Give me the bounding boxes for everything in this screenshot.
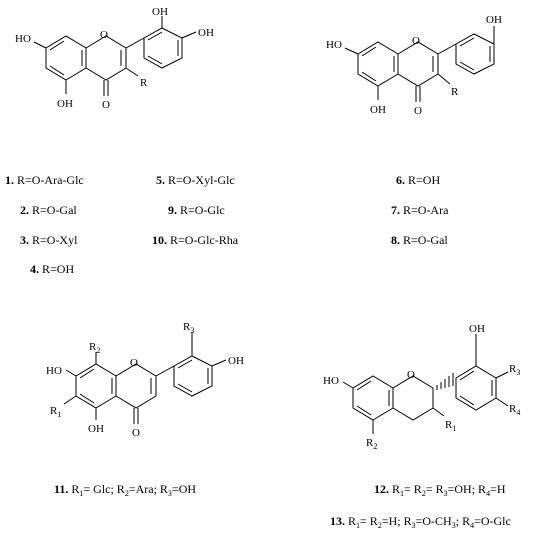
carbonyl-oxygen: O xyxy=(132,427,140,439)
compound-number: 11. xyxy=(54,482,68,496)
substituent-r2: R2 xyxy=(366,437,377,451)
compound-text: R=O-Ara-Glc xyxy=(17,173,84,187)
ring-oxygen: O xyxy=(412,35,420,47)
svg-text:7. R=O-Ara: 7. R=O-Ara xyxy=(391,203,449,217)
labels-group-1: 1. R=O-Ara-Glc 2. R=O-Gal 3. R=O-Xyl 4. … xyxy=(5,173,239,276)
substituent-r1: R1 xyxy=(445,419,456,433)
compound-number: 10. xyxy=(152,233,167,247)
svg-text:4. R=OH: 4. R=OH xyxy=(30,262,74,276)
carbonyl-oxygen: O xyxy=(414,105,422,117)
ring-oxygen: O xyxy=(130,357,138,369)
hydroxyl-3p: OH xyxy=(469,323,485,335)
carbonyl-oxygen: O xyxy=(102,99,110,111)
labels-group-4: 12. R1= R2= R3=OH; R4=H 13. R1= R2=H; R3… xyxy=(330,482,511,530)
compound-number: 6. xyxy=(396,173,405,187)
compound-number: 9. xyxy=(168,203,177,217)
svg-text:13. R1= R2=H; R3=O-CH3; R4=O-G: 13. R1= R2=H; R3=O-CH3; R4=O-Glc xyxy=(330,514,511,530)
substituent-r3: R3 xyxy=(509,363,520,377)
compound-text: R=O-Gal xyxy=(32,203,77,217)
svg-text:1. R=O-Ara-Glc: 1. R=O-Ara-Glc xyxy=(5,173,84,187)
labels-group-2: 6. R=OH 7. R=O-Ara 8. R=O-Gal xyxy=(391,173,449,247)
substituent-r: R xyxy=(140,77,148,89)
structure-flavan: O HO OH R1 R2 R3 R4 xyxy=(323,323,520,451)
hydroxyl-5: OH xyxy=(370,104,386,116)
hydroxyl-7: HO xyxy=(323,375,339,387)
svg-text:10. R=O-Glc-Rha: 10. R=O-Glc-Rha xyxy=(152,233,239,247)
compound-text: R=O-Xyl-Glc xyxy=(168,173,235,187)
compound-text: R=O-Xyl xyxy=(32,233,78,247)
hydroxyl-7: HO xyxy=(46,365,62,377)
compound-text: R=OH xyxy=(408,173,440,187)
compound-number: 7. xyxy=(391,203,400,217)
stereo-hash-bond xyxy=(436,373,454,390)
svg-text:11. R1= Glc; R2=Ara; R3=OH: 11. R1= Glc; R2=Ara; R3=OH xyxy=(54,482,196,498)
compound-text: R=O-Ara xyxy=(403,203,449,217)
svg-text:8. R=O-Gal: 8. R=O-Gal xyxy=(391,233,448,247)
compound-number: 12. xyxy=(374,482,389,496)
compound-text: R=OH xyxy=(42,262,74,276)
hydroxyl-5: OH xyxy=(57,98,73,110)
hydroxyl-7: HO xyxy=(326,39,342,51)
structure-kaempferol-type: O O OH HO R OH xyxy=(326,14,502,117)
svg-text:9. R=O-Glc: 9. R=O-Glc xyxy=(168,203,225,217)
svg-text:3. R=O-Xyl: 3. R=O-Xyl xyxy=(20,233,78,247)
compound-text: R=O-Glc-Rha xyxy=(170,233,239,247)
compound-number: 4. xyxy=(30,262,39,276)
hydroxyl-3p: OH xyxy=(152,6,168,18)
ring-oxygen: O xyxy=(100,29,108,41)
svg-text:6. R=OH: 6. R=OH xyxy=(396,173,440,187)
substituent-r: R xyxy=(451,86,459,98)
substituent-r2: R2 xyxy=(89,341,100,355)
compound-number: 2. xyxy=(20,203,29,217)
hydroxyl-4p: OH xyxy=(198,27,214,39)
svg-text:5. R=O-Xyl-Glc: 5. R=O-Xyl-Glc xyxy=(156,173,235,187)
compound-number: 3. xyxy=(20,233,29,247)
compound-number: 13. xyxy=(330,514,345,528)
labels-group-3: 11. R1= Glc; R2=Ara; R3=OH xyxy=(54,482,196,498)
hydroxyl-4p: OH xyxy=(486,14,502,26)
hydroxyl-5: OH xyxy=(88,423,104,435)
svg-text:12. R1= R2= R3=OH; R4=H: 12. R1= R2= R3=OH; R4=H xyxy=(374,482,506,498)
compound-number: 8. xyxy=(391,233,400,247)
compound-text: R=O-Gal xyxy=(403,233,448,247)
structure-quercetin-type: O O OH HO R OH OH xyxy=(15,6,214,111)
svg-text:2. R=O-Gal: 2. R=O-Gal xyxy=(20,203,77,217)
substituent-r4: R4 xyxy=(509,403,520,417)
compound-number: 1. xyxy=(5,173,14,187)
substituent-r1: R1 xyxy=(50,405,61,419)
structure-flavone: O O OH HO R2 R1 R3 OH xyxy=(46,321,244,439)
compound-number: 5. xyxy=(156,173,165,187)
ring-oxygen: O xyxy=(407,369,415,381)
hydroxyl-7: HO xyxy=(15,33,31,45)
hydroxyl-4p: OH xyxy=(228,355,244,367)
compound-text: R=O-Glc xyxy=(180,203,225,217)
substituent-r3: R3 xyxy=(183,321,194,335)
